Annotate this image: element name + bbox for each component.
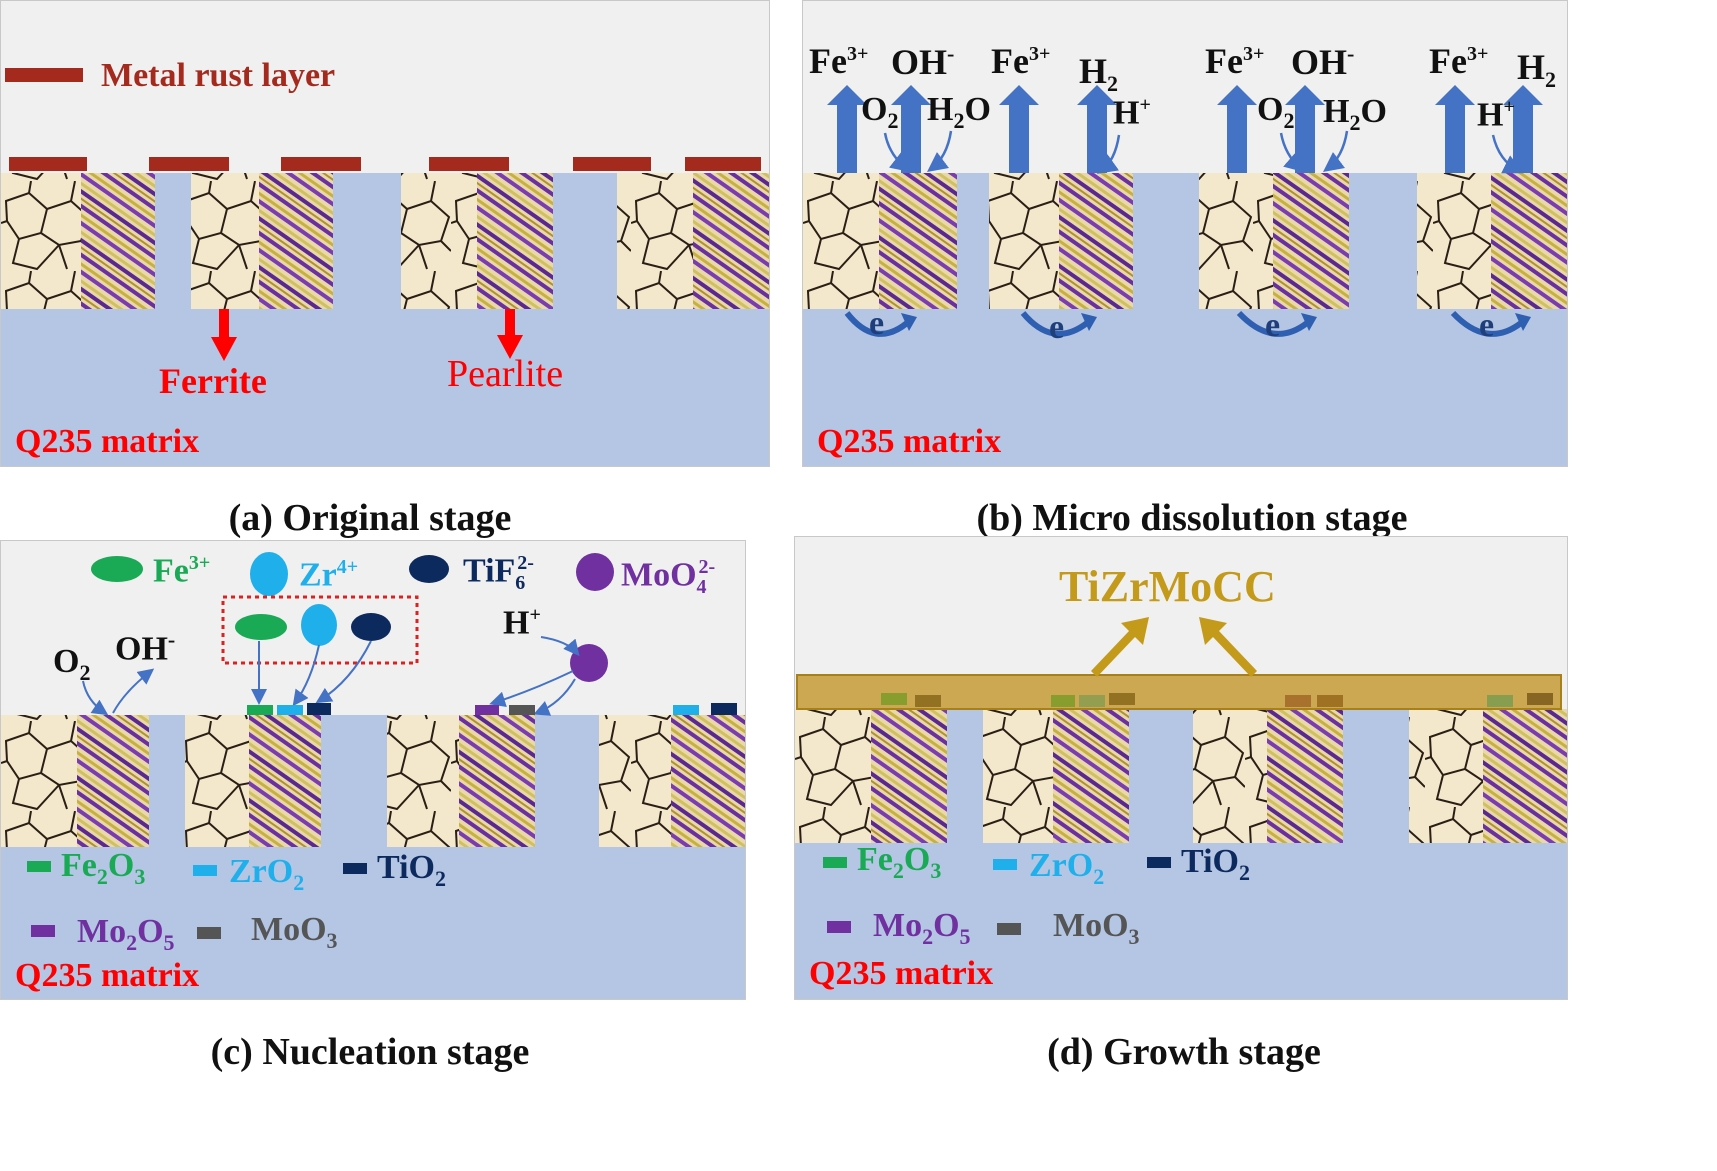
moo3-legend-label: MoO3 [251,911,338,953]
reactant-arrows [883,130,1524,174]
ferrite-label: Ferrite [159,361,267,401]
matrix-label: Q235 matrix [817,423,1002,460]
q235-matrix [1,309,769,466]
panel-nucleation: Fe3+ Zr4+ TiF62- MoO42- O2 OH- H+ Fe2O3 … [0,540,746,1000]
hplus-label: H+ [503,604,541,642]
fe2o3-swatch [27,861,51,872]
oh-ion-label: OH- [1291,41,1355,82]
tio2-swatch [343,863,367,874]
deposition-arrows [82,636,580,716]
hplus-label: H+ [1113,94,1151,132]
ion-cluster-box [221,595,419,665]
fe3-ion-icon [91,556,143,582]
pearlite-arrow [497,309,523,359]
h2o-label: H2O [927,91,991,133]
tio2-legend-label: TiO2 [377,849,446,891]
rust-layer [5,68,761,171]
mo2o5-legend-label: Mo2O5 [77,913,175,955]
ferrite-arrow [211,309,237,361]
moo4-legend-label: MoO42- [621,556,716,599]
o2-label: O2 [1257,91,1295,133]
mo2o5-legend-label: Mo2O5 [873,907,971,949]
zr4-legend-label: Zr4+ [299,556,359,594]
caption-b: (b) Micro dissolution stage [976,497,1408,539]
matrix-label: Q235 matrix [15,957,200,994]
moo4-ion-icon [576,553,614,591]
grain-block-2 [191,173,333,309]
electron-label: e [869,305,885,342]
q235-matrix [1,847,745,999]
fe3-ion-label: Fe3+ [1205,41,1265,81]
zro2-legend-label: ZrO2 [229,853,305,895]
fe2o3-legend-label: Fe2O3 [61,847,146,889]
tio2-legend-label: TiO2 [1181,843,1250,885]
dissolution-arrows [827,85,1543,173]
rust-legend-swatch [5,68,83,82]
fe3-ion-label: Fe3+ [991,41,1051,81]
q235-matrix [803,309,1567,466]
microstructure-grains [1,68,769,361]
caption-d: (d) Growth stage [1047,1031,1321,1073]
tif6-legend-label: TiF62- [463,552,534,595]
fe3-ion-label: Fe3+ [809,41,869,81]
fe3-ion-label: Fe3+ [1429,41,1489,81]
coating-layer [796,674,1562,710]
panel-growth: TiZrMoCC Fe2O3 ZrO2 TiO2 Mo2O5 MoO3 Q235… [794,536,1568,1000]
caption-a: (a) Original stage [228,497,512,539]
oh-label: OH- [115,627,176,668]
oh-ion-label: OH- [891,41,955,82]
matrix-label: Q235 matrix [809,955,994,992]
microstructure-grains [1,552,745,939]
electron-arrows [844,310,1523,337]
moo3-legend-label: MoO3 [1053,907,1140,949]
panel-micro-dissolution: Fe3+ OH- O2 H2O Fe3+ H2 H+ Fe3+ OH- O2 H… [802,0,1568,467]
o2-label: O2 [861,91,899,133]
h2-label: H2 [1079,51,1119,97]
zro2-swatch [193,865,217,876]
zr4-ion-icon [250,552,288,596]
electron-label: e [1479,307,1495,344]
electron-label: e [1265,307,1281,344]
electron-label: e [1049,309,1065,346]
microstructure-grains [795,617,1567,935]
o2-label: O2 [53,643,91,685]
grain-block-1 [1,173,155,309]
zro2-legend-label: ZrO2 [1029,847,1105,889]
grain-block-3 [401,173,553,309]
metal-rust-layer-label: Metal rust layer [101,57,336,94]
fe2o3-legend-label: Fe2O3 [857,841,942,883]
q235-matrix [795,843,1567,999]
tif6-ion-icon [409,555,449,583]
pearlite-label: Pearlite [447,353,564,395]
coating-arrows [1091,617,1257,677]
panel-original-stage: Metal rust layer Ferrite Pearlite Q235 m… [0,0,770,467]
microstructure-grains [803,85,1567,337]
moo3-swatch [197,927,221,939]
mo2o5-swatch [31,925,55,937]
hplus-label: H+ [1477,96,1515,134]
grain-block-4 [617,173,769,309]
coating-title: TiZrMoCC [1059,562,1276,611]
caption-c: (c) Nucleation stage [210,1031,530,1073]
matrix-label: Q235 matrix [15,423,200,460]
fe3-legend-label: Fe3+ [153,552,211,590]
h2o-label: H2O [1323,93,1387,135]
moo4-ion [570,644,608,682]
h2-label: H2 [1517,47,1557,93]
